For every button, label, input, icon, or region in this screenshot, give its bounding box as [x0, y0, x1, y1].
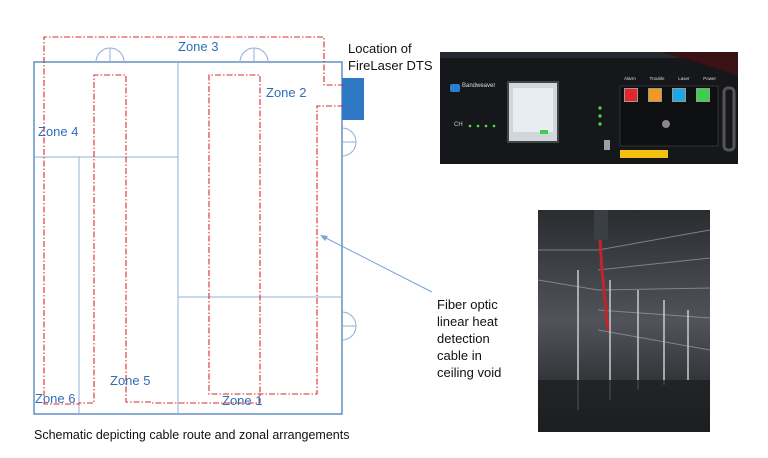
zone-1-label: Zone 1	[222, 393, 263, 408]
leader-arrowhead	[320, 235, 328, 241]
device-channel-label: CH	[454, 122, 463, 128]
dts-device-photo: Bandweaver CH Alarm Trouble Laser Power	[440, 52, 738, 164]
device-brand: Bandweaver	[462, 83, 496, 89]
dts-location-label: Location of FireLaser DTS	[348, 40, 433, 74]
fiber-label-line4: cable in	[437, 348, 482, 363]
dts-location-line2: FireLaser DTS	[348, 58, 433, 73]
fiber-label-line2: linear heat	[437, 314, 498, 329]
figure-caption: Schematic depicting cable route and zona…	[34, 428, 350, 442]
fiber-label-line3: detection	[437, 331, 490, 346]
zone-6-label: Zone 6	[35, 391, 76, 406]
zone-2-label: Zone 2	[266, 85, 307, 100]
trouble-label: Trouble	[649, 76, 665, 81]
door-icon	[95, 47, 357, 341]
dts-location-line1: Location of	[348, 41, 412, 56]
dts-unit-box	[342, 78, 364, 120]
brand-logo-icon	[450, 84, 460, 92]
power-button	[696, 88, 710, 102]
fiber-cable-route	[43, 36, 344, 405]
device-button-labels: Alarm Trouble Laser Power	[624, 76, 716, 81]
fiber-cable-label: Fiber optic linear heat detection cable …	[437, 296, 501, 381]
zone-3-label: Zone 3	[178, 39, 219, 54]
fiber-label-line5: ceiling void	[437, 365, 502, 380]
building-outline	[33, 61, 343, 415]
trouble-button	[648, 88, 662, 102]
alarm-label: Alarm	[624, 76, 636, 81]
fiber-label-line1: Fiber optic	[437, 297, 498, 312]
alarm-button	[624, 88, 638, 102]
laser-button	[672, 88, 686, 102]
power-label: Power	[703, 76, 716, 81]
ceiling-void-photo	[538, 210, 710, 432]
zone-5-label: Zone 5	[110, 373, 151, 388]
laser-label: Laser	[678, 76, 690, 81]
zone-4-label: Zone 4	[38, 124, 79, 139]
annotation-leader-line	[321, 235, 433, 293]
